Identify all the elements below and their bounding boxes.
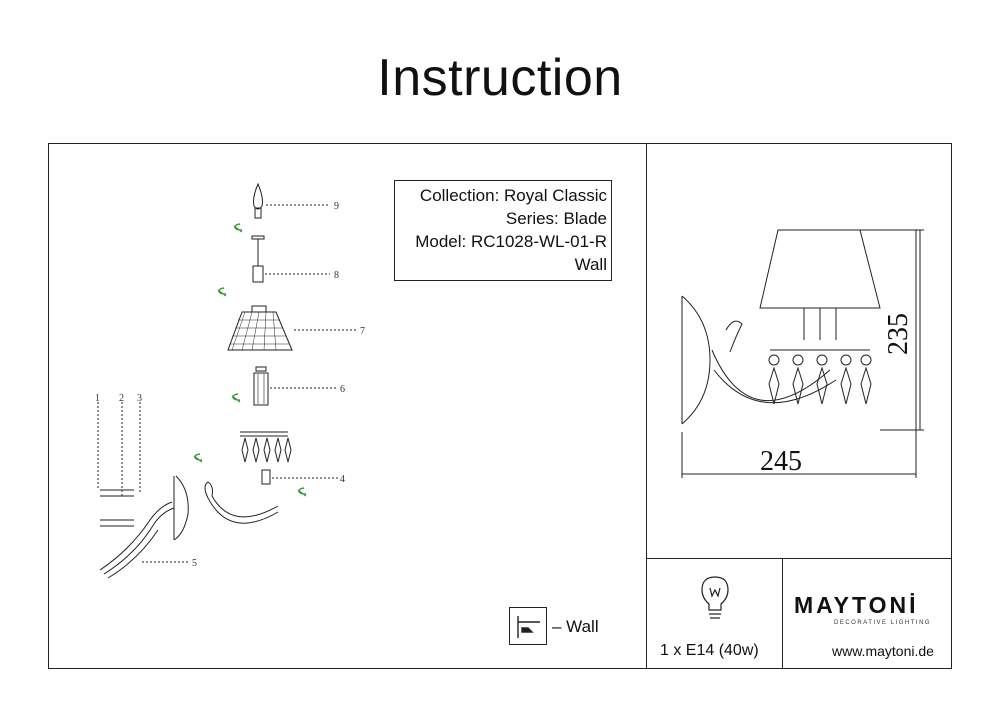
instruction-frame xyxy=(48,143,952,669)
wall-mount-label: – Wall xyxy=(552,617,599,636)
holder-part xyxy=(253,372,269,406)
rotation-marker-icon xyxy=(233,223,243,233)
height-dimension: 235 xyxy=(883,313,914,355)
part-number-6: 6 xyxy=(340,384,345,395)
bulb-part xyxy=(253,182,263,210)
part-number-1: 1 xyxy=(95,393,100,404)
socket-part xyxy=(251,235,265,240)
dimension-arm xyxy=(711,349,831,402)
wall-mount-icon xyxy=(517,616,540,638)
crystal-pendants xyxy=(241,437,292,463)
part-number-5: 5 xyxy=(192,558,197,569)
rotation-marker-icon xyxy=(193,453,203,463)
rotation-marker-icon xyxy=(231,393,241,403)
arm-part xyxy=(207,497,279,524)
bulb-spec-label: 1 x E14 (40w) xyxy=(660,642,759,659)
part-number-7: 7 xyxy=(360,326,365,337)
dimension-drawing xyxy=(681,229,924,478)
brand-website: www.maytoni.de xyxy=(832,643,934,659)
model-text: Model: RC1028-WL-01-R xyxy=(415,232,607,251)
type-text: Wall xyxy=(574,255,607,274)
light-bulb-icon xyxy=(701,576,729,619)
part-number-9: 9 xyxy=(334,201,339,212)
brand-logo: MAYTONİ xyxy=(794,592,919,618)
wall-mount-symbol xyxy=(509,607,547,645)
backplate-part xyxy=(173,475,189,541)
width-dimension: 245 xyxy=(760,446,802,477)
collection-text: Collection: Royal Classic xyxy=(419,186,607,205)
brand-tagline: DECORATIVE LIGHTING xyxy=(834,620,932,626)
footer-divider xyxy=(782,558,784,669)
vertical-divider xyxy=(646,143,648,669)
exploded-assembly-diagram: 9 8 7 6 4 5 1 2 3 xyxy=(95,182,365,579)
horizontal-divider xyxy=(646,558,952,560)
series-text: Series: Blade xyxy=(505,209,607,228)
wire-part xyxy=(99,501,173,571)
product-info-box: Collection: Royal Classic Series: Blade … xyxy=(394,180,612,281)
dimension-shade xyxy=(759,229,881,309)
page-title: Instruction xyxy=(377,49,623,107)
part-number-2: 2 xyxy=(119,393,124,404)
rotation-marker-icon xyxy=(297,487,307,497)
part-number-3: 3 xyxy=(137,393,142,404)
rotation-marker-icon xyxy=(217,287,227,297)
part-number-4: 4 xyxy=(340,474,345,485)
part-number-8: 8 xyxy=(334,270,339,281)
